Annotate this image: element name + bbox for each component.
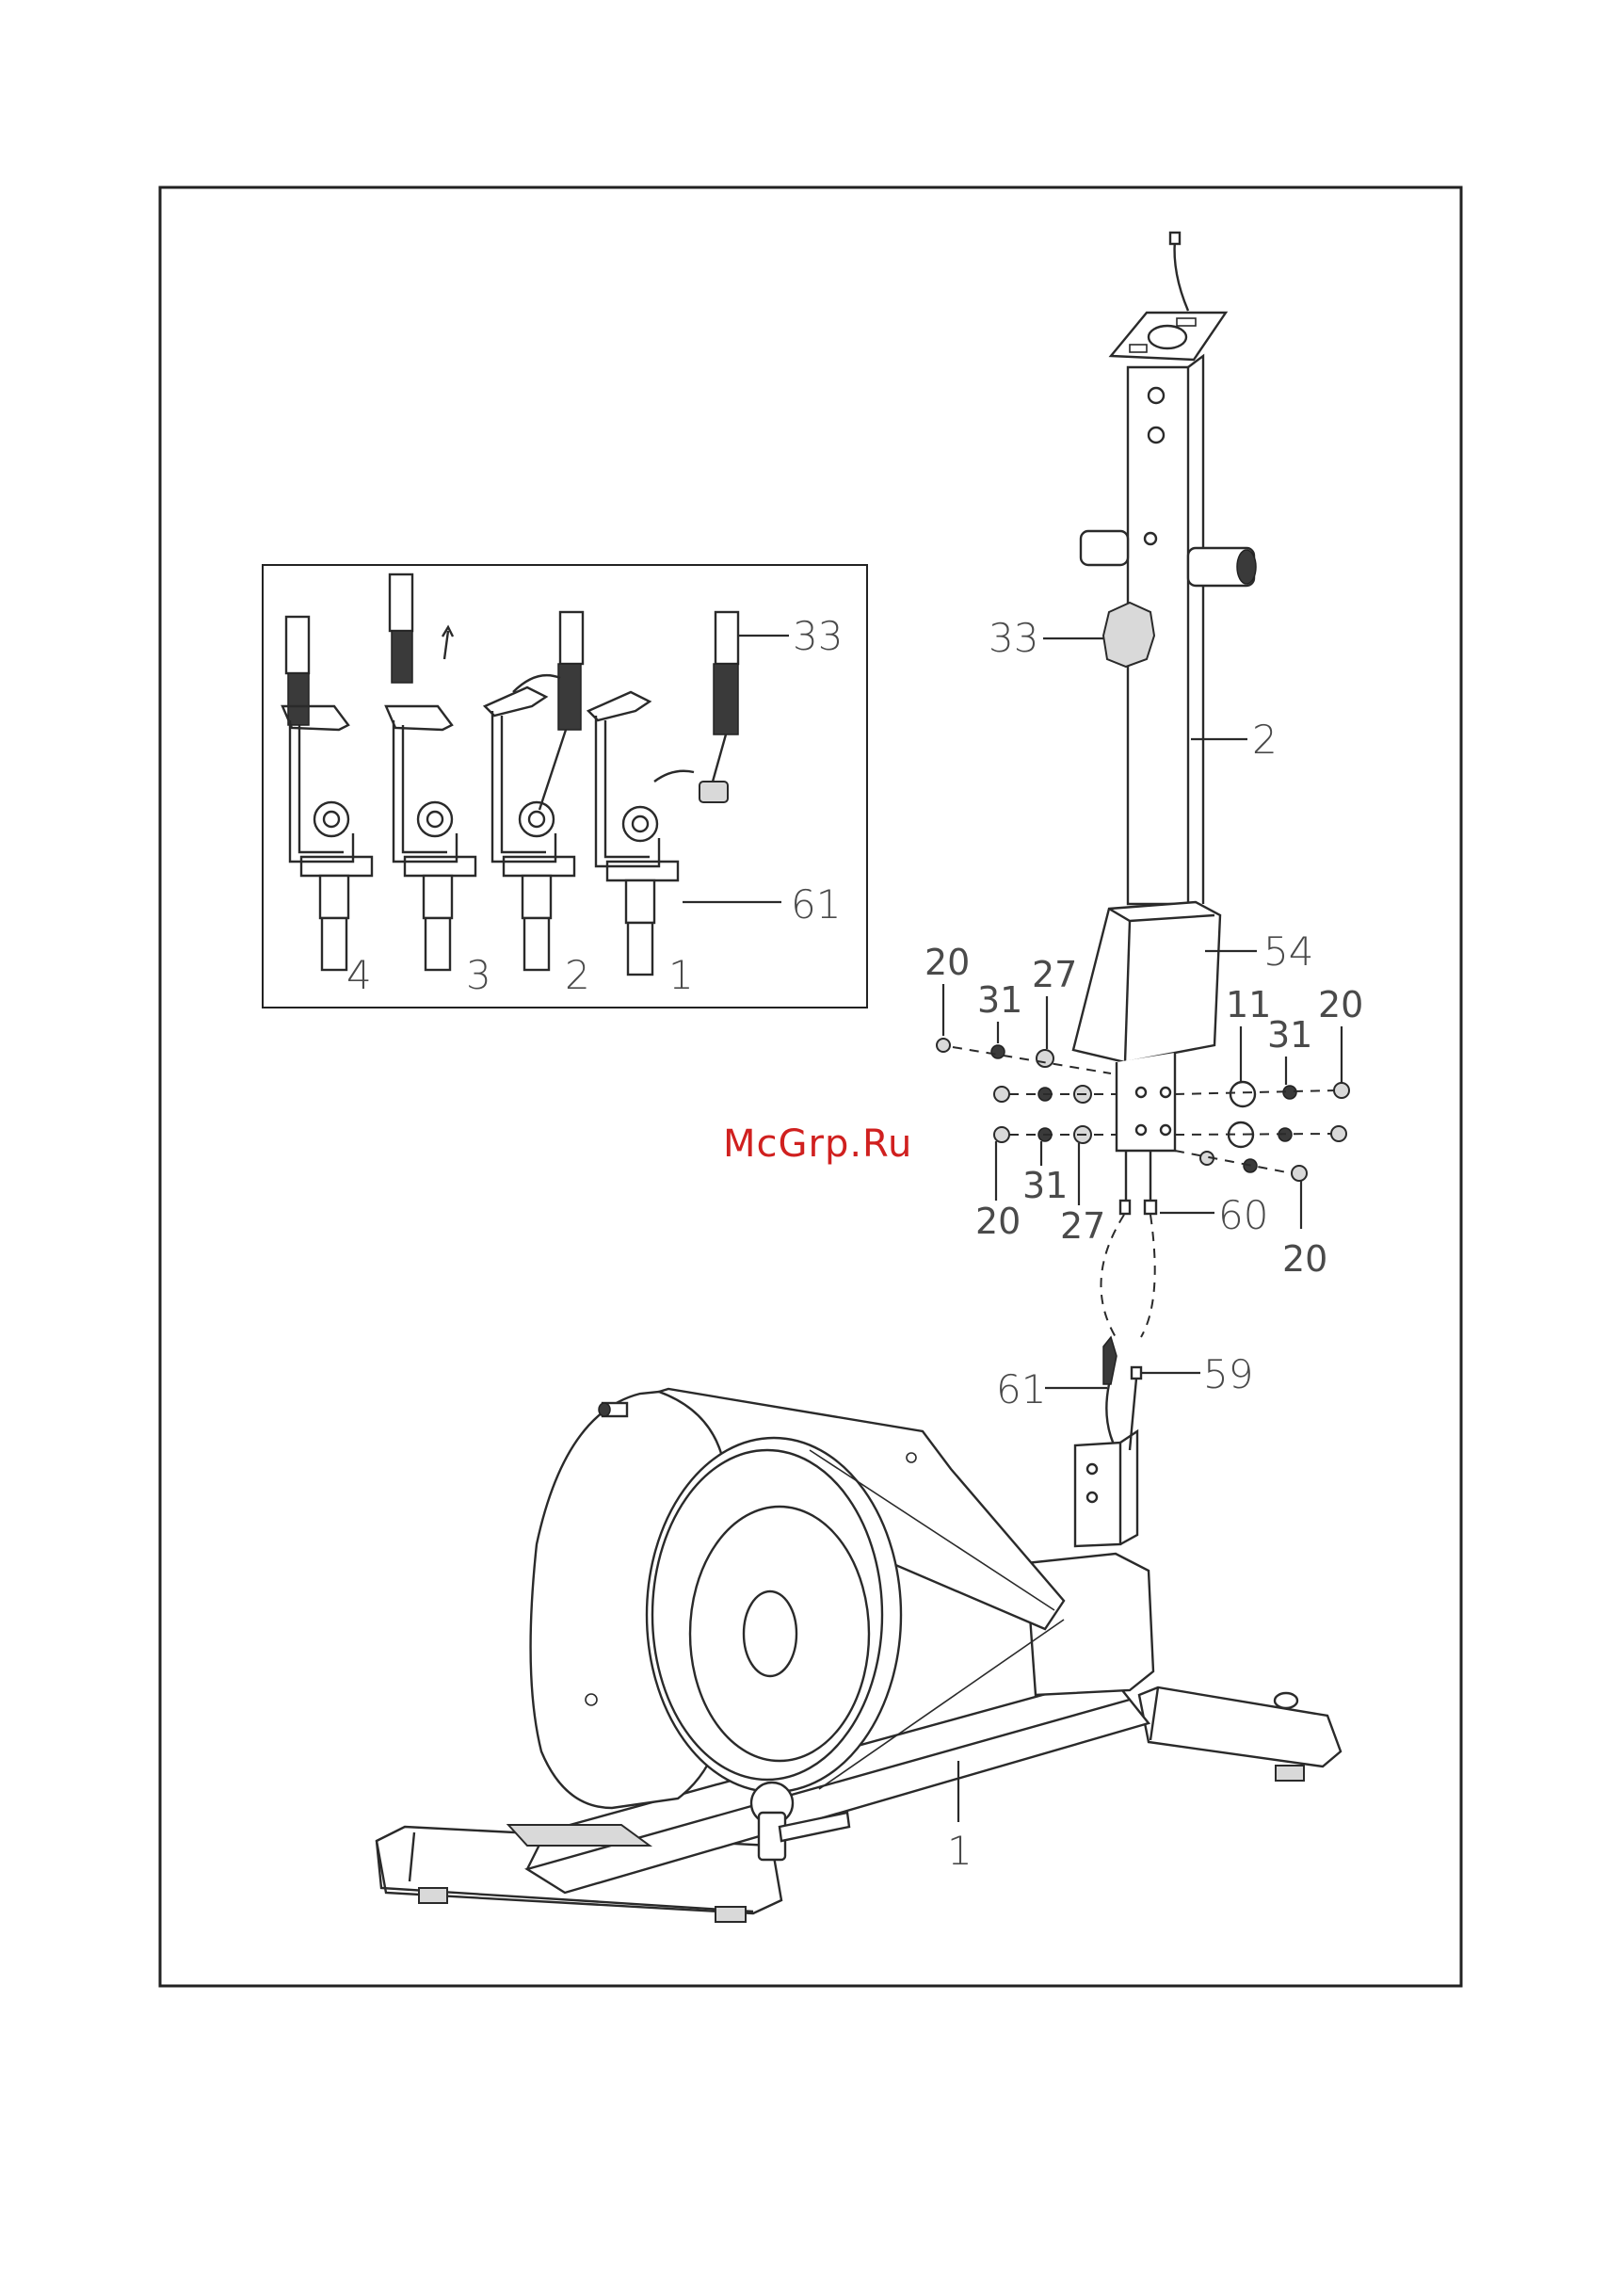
- step-figure-3: [386, 574, 475, 970]
- step-figure-4: [282, 617, 372, 970]
- label-cover-54: 54: [1263, 928, 1313, 975]
- label-knob-33: 33: [989, 615, 1038, 661]
- label-frame-1: 1: [947, 1828, 973, 1874]
- step-label-3: 3: [466, 952, 491, 998]
- label-cable-60: 60: [1218, 1192, 1268, 1238]
- step-label-2: 2: [565, 952, 590, 998]
- upright-post: [1043, 233, 1257, 1151]
- label-cable-59: 59: [1203, 1351, 1253, 1397]
- label-washer-27-tl: 27: [1032, 954, 1077, 995]
- label-bolt-20-bl: 20: [975, 1201, 1021, 1242]
- main-frame: [377, 1389, 1341, 1922]
- inset-label-61: 61: [791, 881, 841, 928]
- label-washer-11: 11: [1226, 984, 1271, 1025]
- step-label-1: 1: [668, 952, 694, 998]
- label-washer-27-bl: 27: [1060, 1205, 1105, 1247]
- label-washer-31-right: 31: [1267, 1014, 1312, 1056]
- label-bolt-20-right: 20: [1318, 984, 1363, 1025]
- label-cable-61: 61: [996, 1366, 1046, 1412]
- label-post-2: 2: [1252, 717, 1278, 763]
- label-bolt-20-tl: 20: [925, 942, 970, 983]
- label-washer-31-bl: 31: [1022, 1165, 1068, 1206]
- inset-label-33: 33: [793, 613, 843, 659]
- step-figure-2: [485, 612, 583, 970]
- step-figure-1: [588, 612, 738, 975]
- step-label-4: 4: [346, 952, 372, 998]
- watermark-text: McGrp.Ru: [723, 1122, 912, 1166]
- inset-steps: 33 61 4 3 2 1: [282, 574, 843, 998]
- label-bolt-20-br: 20: [1282, 1238, 1327, 1280]
- label-washer-31-tl: 31: [977, 979, 1022, 1021]
- cables: [1045, 1151, 1214, 1450]
